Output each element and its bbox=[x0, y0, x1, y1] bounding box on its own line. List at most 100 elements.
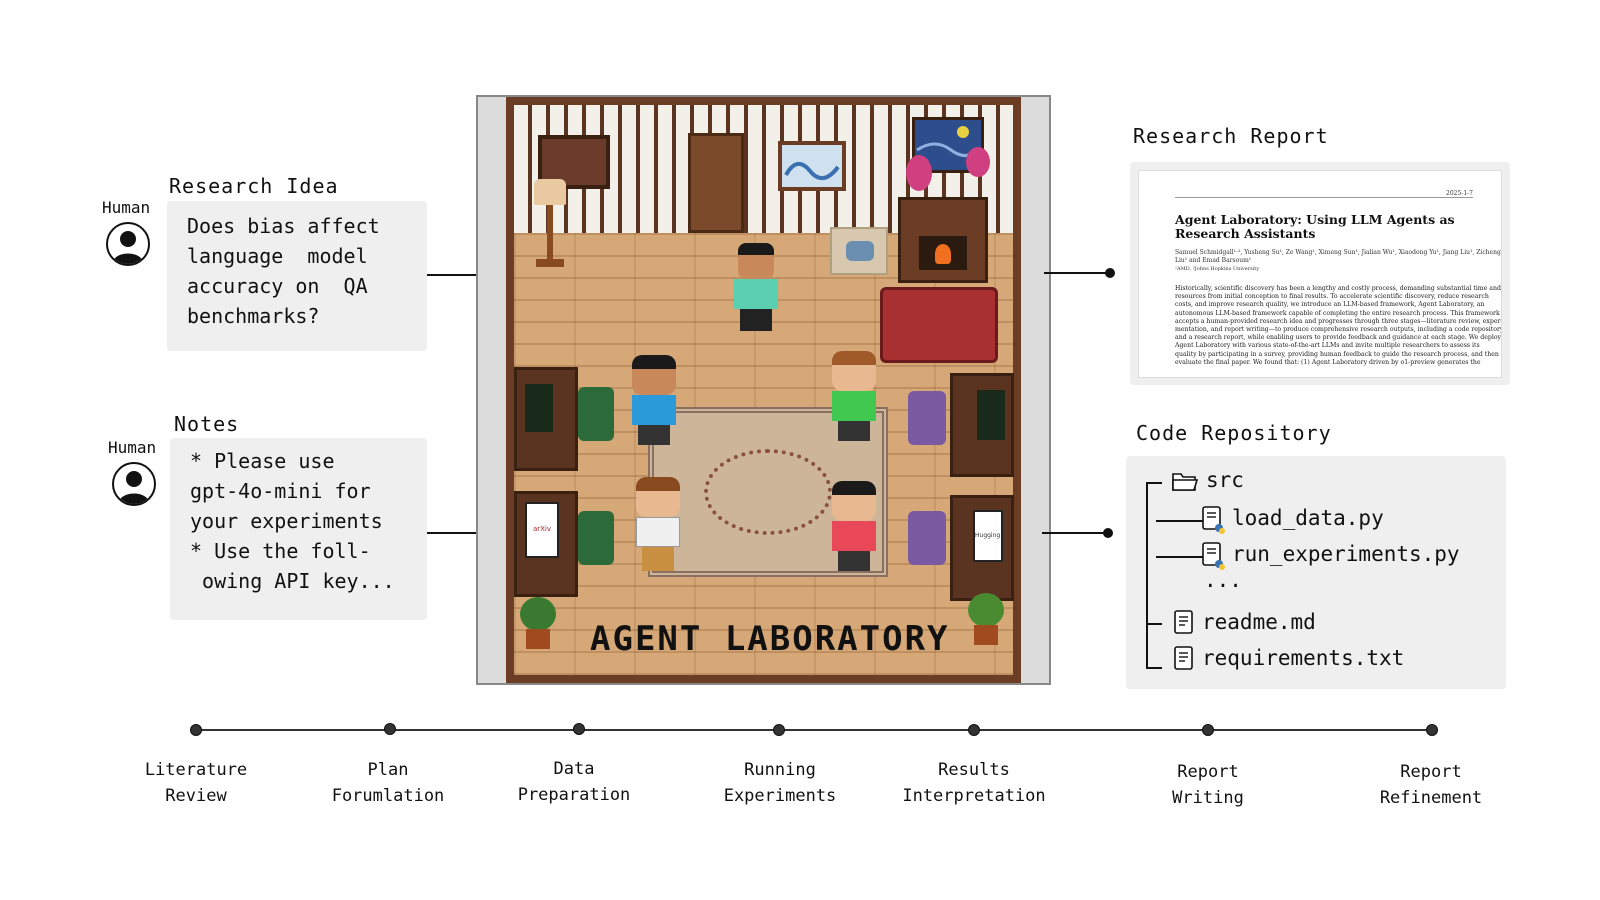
stage-line: Literature bbox=[144, 760, 248, 780]
timeline-dot bbox=[190, 724, 202, 736]
research-idea-title: Research Idea bbox=[169, 174, 339, 198]
research-idea-line: language model bbox=[187, 244, 368, 268]
flower-pot bbox=[906, 155, 932, 191]
stage-line: Results bbox=[938, 760, 1010, 780]
timeline-dot bbox=[384, 723, 396, 735]
timeline-stage: Running Experiments bbox=[695, 757, 865, 809]
timeline-stage: Data Preparation bbox=[489, 756, 659, 808]
notes-title: Notes bbox=[174, 412, 240, 436]
human-label: Human bbox=[108, 438, 157, 457]
report-connector-dot bbox=[1105, 268, 1115, 278]
floor-lamp bbox=[528, 179, 572, 269]
research-idea-line: benchmarks? bbox=[187, 304, 320, 328]
left-pillar bbox=[478, 97, 506, 683]
abstract-line: evaluate the final paper. We found that:… bbox=[1175, 358, 1481, 366]
desk-huggingface: Hugging Face bbox=[950, 495, 1014, 601]
timeline-stage: Results Interpretation bbox=[889, 757, 1059, 809]
notes-connector bbox=[427, 532, 492, 534]
more-files-ellipsis: ... bbox=[1204, 568, 1242, 592]
timeline-dot bbox=[773, 724, 785, 736]
paper-title-line: Research Assistants bbox=[1175, 226, 1316, 241]
python-file-icon bbox=[1202, 506, 1226, 534]
human-avatar-icon bbox=[112, 462, 156, 506]
stage-line: Refinement bbox=[1379, 788, 1483, 808]
agent-character bbox=[628, 477, 688, 573]
research-idea-bubble: Does bias affect language model accuracy… bbox=[167, 201, 427, 351]
timeline-stage: Report Refinement bbox=[1346, 759, 1516, 811]
paper-authors: Liu¹ and Emad Barsoum¹ bbox=[1175, 257, 1252, 264]
painting-wave bbox=[778, 141, 846, 191]
abstract-line: autonomous LLM-based framework capable o… bbox=[1175, 309, 1500, 317]
timeline-dot bbox=[573, 723, 585, 735]
file-icon bbox=[1174, 646, 1196, 672]
desk-computer bbox=[950, 373, 1014, 477]
timeline-stage: Report Writing bbox=[1123, 759, 1293, 811]
abstract-line: Historically, scientific discovery has b… bbox=[1175, 285, 1501, 292]
notes-line: your experiments bbox=[190, 509, 383, 533]
file-readme[interactable]: readme.md bbox=[1202, 610, 1316, 634]
research-report-title: Research Report bbox=[1133, 124, 1329, 148]
stage-line: Review bbox=[165, 786, 227, 806]
flower-pot bbox=[966, 147, 990, 177]
abstract-line: and a research report, while enabling us… bbox=[1175, 334, 1502, 342]
notes-line: gpt-4o-mini for bbox=[190, 479, 371, 503]
agent-character bbox=[728, 243, 784, 333]
paper-abstract: Historically, scientific discovery has b… bbox=[1175, 285, 1502, 367]
paper-affiliations: ¹AMD, ²Johns Hopkins University bbox=[1175, 266, 1260, 272]
huggingface-screen: Hugging Face bbox=[973, 510, 1003, 562]
stage-line: Writing bbox=[1172, 788, 1244, 808]
abstract-line: accepts a human-provided research idea a… bbox=[1175, 317, 1502, 325]
timeline-stage: Plan Forumlation bbox=[303, 757, 473, 809]
potted-plant bbox=[966, 593, 1006, 649]
paper-authors: Samuel Schmidgall¹·², Yusheng Su¹, Ze Wa… bbox=[1175, 249, 1501, 256]
scene-title: AGENT LABORATORY bbox=[590, 619, 950, 659]
chair-purple bbox=[908, 391, 946, 445]
human-avatar-icon bbox=[106, 222, 150, 266]
fireplace bbox=[898, 197, 988, 283]
file-run-experiments[interactable]: run_experiments.py bbox=[1232, 542, 1460, 566]
research-idea-line: Does bias affect bbox=[187, 214, 380, 238]
agent-character bbox=[824, 481, 884, 573]
arxiv-screen: arXiv bbox=[525, 502, 559, 558]
abstract-line: quality by participating in a survey, pr… bbox=[1175, 350, 1499, 358]
abstract-line: costs, and improve research quality, we … bbox=[1175, 301, 1485, 309]
file-load-data[interactable]: load_data.py bbox=[1232, 506, 1384, 530]
src-folder-label[interactable]: src bbox=[1206, 468, 1244, 492]
stage-line: Running bbox=[744, 760, 816, 780]
stage-line: Data bbox=[553, 759, 595, 779]
file-requirements[interactable]: requirements.txt bbox=[1202, 646, 1405, 670]
notes-line: owing API key... bbox=[190, 569, 395, 593]
code-repository-title: Code Repository bbox=[1136, 421, 1332, 445]
timeline-dot bbox=[1202, 724, 1214, 736]
research-report-panel: 2025-1-7 Agent Laboratory: Using LLM Age… bbox=[1130, 162, 1510, 385]
door bbox=[688, 133, 744, 233]
abstract-line: resources from initial conception to fin… bbox=[1175, 293, 1489, 301]
painting-left bbox=[538, 135, 610, 189]
cat-rug bbox=[830, 227, 888, 275]
potted-plant bbox=[518, 597, 558, 653]
timeline-dot bbox=[968, 724, 980, 736]
notes-line: * Use the foll- bbox=[190, 539, 371, 563]
timeline-stage: Literature Review bbox=[111, 757, 281, 809]
timeline-line bbox=[196, 729, 1432, 731]
paper-title-line: Agent Laboratory: Using LLM Agents as bbox=[1175, 212, 1455, 227]
idea-connector bbox=[427, 274, 492, 276]
chair-green bbox=[578, 511, 614, 565]
paper-preview: 2025-1-7 Agent Laboratory: Using LLM Age… bbox=[1138, 170, 1502, 378]
abstract-line: Agent Laboratory with various state-of-t… bbox=[1175, 342, 1480, 350]
stage-line: Experiments bbox=[723, 786, 837, 806]
stage-line: Plan bbox=[367, 760, 409, 780]
desk-arxiv: arXiv bbox=[514, 491, 578, 597]
file-icon bbox=[1174, 610, 1196, 636]
right-pillar bbox=[1021, 97, 1049, 683]
chair-green bbox=[578, 387, 614, 441]
folder-icon bbox=[1172, 470, 1199, 492]
stage-line: Report bbox=[1400, 762, 1462, 782]
timeline-dot bbox=[1426, 724, 1438, 736]
report-connector bbox=[1044, 272, 1110, 274]
stage-line: Interpretation bbox=[902, 786, 1046, 806]
agent-character bbox=[624, 355, 684, 447]
chair-purple bbox=[908, 511, 946, 565]
abstract-line: mentation, and report writing—to produce… bbox=[1175, 326, 1502, 334]
repo-connector-dot bbox=[1103, 528, 1113, 538]
